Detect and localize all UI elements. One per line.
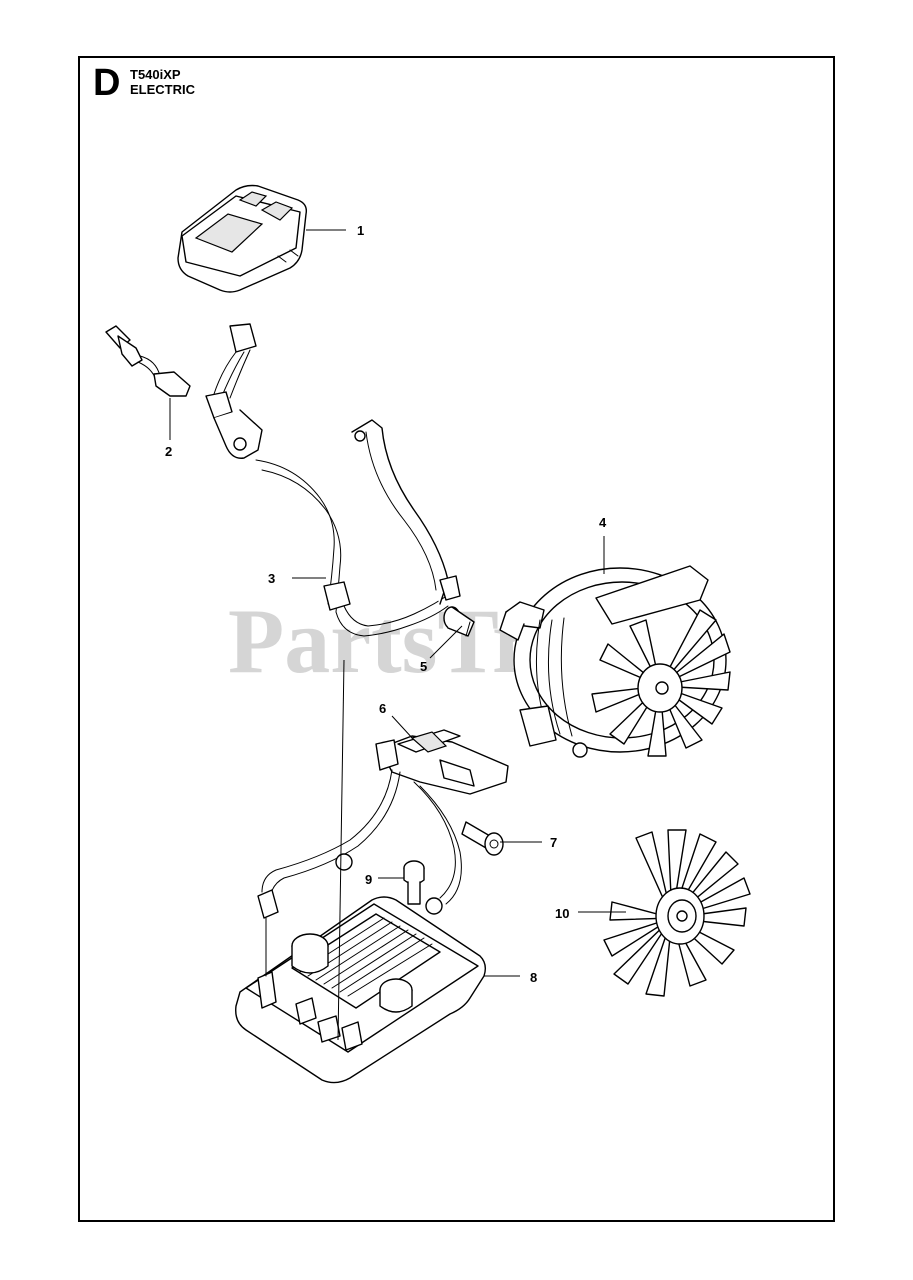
part-label-1[interactable]: 1 xyxy=(357,223,364,238)
part-4-generator-stator[interactable] xyxy=(499,565,731,758)
leader-lines xyxy=(169,229,626,1041)
part-label-4[interactable]: 4 xyxy=(599,515,607,530)
part-label-5[interactable]: 5 xyxy=(420,659,427,674)
part-label-9[interactable]: 9 xyxy=(365,872,372,887)
part-label-2[interactable]: 2 xyxy=(165,444,172,459)
part-3-wiring-harness[interactable] xyxy=(205,323,461,637)
part-label-7[interactable]: 7 xyxy=(550,835,557,850)
part-9-screw[interactable] xyxy=(403,860,425,905)
part-10-cooling-fan[interactable] xyxy=(603,829,751,997)
diagram-frame xyxy=(78,56,835,1222)
part-2-connector-cable[interactable] xyxy=(105,325,191,397)
part-number-labels: 1 2 3 4 5 6 7 8 9 10 xyxy=(165,223,607,985)
model-name: T540iXP xyxy=(130,67,181,82)
category-name: ELECTRIC xyxy=(130,82,195,97)
section-letter: D xyxy=(93,62,121,104)
part-label-6[interactable]: 6 xyxy=(379,701,386,716)
part-1-switch-unit[interactable] xyxy=(177,184,308,293)
part-8-heatsink xyxy=(291,913,441,1009)
part-label-8[interactable]: 8 xyxy=(530,970,537,985)
part-7-screw[interactable] xyxy=(461,821,504,856)
part-6-ignition-module[interactable] xyxy=(261,729,509,915)
part-8-control-board[interactable] xyxy=(235,889,487,1084)
model-heading: T540iXP ELECTRIC xyxy=(130,67,195,97)
part-5-screw[interactable] xyxy=(443,606,475,637)
part-label-10[interactable]: 10 xyxy=(555,906,569,921)
part-label-3[interactable]: 3 xyxy=(268,571,275,586)
